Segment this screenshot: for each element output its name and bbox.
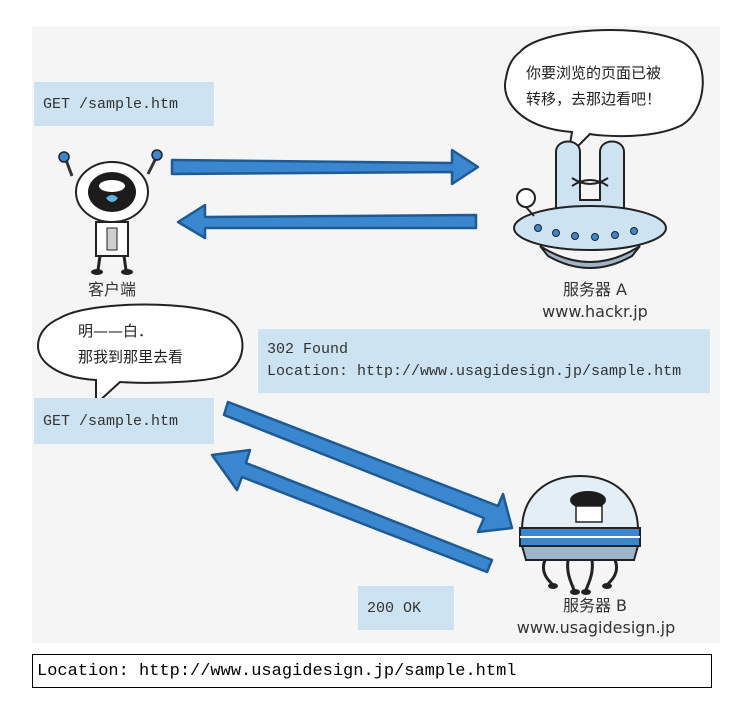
- server-a-ufo-icon: [513, 140, 667, 269]
- server-a-name: 服务器 A: [562, 280, 628, 299]
- arrow-server-b-to-client: [210, 448, 494, 574]
- server-a-host: www.hackr.jp: [542, 302, 648, 321]
- client-label: 客户端: [87, 280, 136, 299]
- server-b-jellyfish-icon: [519, 474, 641, 595]
- arrow-client-to-server-b: [222, 400, 514, 534]
- speech-bubble-client: [36, 303, 244, 407]
- speech-bubble-server-a: [504, 28, 704, 159]
- request-1-text: GET /sample.htm: [43, 95, 179, 113]
- response-200-box: 200 OK: [358, 586, 454, 630]
- bubble-client-line-2: 那我到那里去看: [78, 348, 184, 366]
- response-302-status: 302 Found: [267, 341, 349, 358]
- client-robot-icon: [58, 149, 163, 275]
- response-302-box: 302 Found Location: http://www.usagidesi…: [258, 329, 710, 393]
- bubble-server-line-1: 你要浏览的页面已被: [526, 64, 662, 82]
- footer-location-text: Location: http://www.usagidesign.jp/samp…: [37, 661, 517, 681]
- arrow-client-to-server-a: [170, 148, 480, 186]
- request-1-box: GET /sample.htm: [34, 82, 214, 126]
- response-302-location: Location: http://www.usagidesign.jp/samp…: [267, 363, 682, 380]
- server-b-name: 服务器 B: [562, 596, 628, 615]
- response-200-text: 200 OK: [367, 599, 422, 617]
- server-b-host: www.usagidesign.jp: [516, 618, 676, 637]
- bubble-client-line-1: 明——白．: [78, 322, 154, 340]
- footer-location-box: Location: http://www.usagidesign.jp/samp…: [32, 654, 712, 688]
- bubble-server-line-2: 转移，去那边看吧！: [526, 90, 662, 108]
- request-2-text: GET /sample.htm: [43, 412, 179, 430]
- request-2-box: GET /sample.htm: [34, 398, 214, 444]
- bubble-client-text: 明——白． 那我到那里去看: [78, 318, 183, 370]
- arrow-server-a-to-client: [176, 203, 478, 240]
- bubble-server-text: 你要浏览的页面已被 转移，去那边看吧！: [526, 60, 661, 112]
